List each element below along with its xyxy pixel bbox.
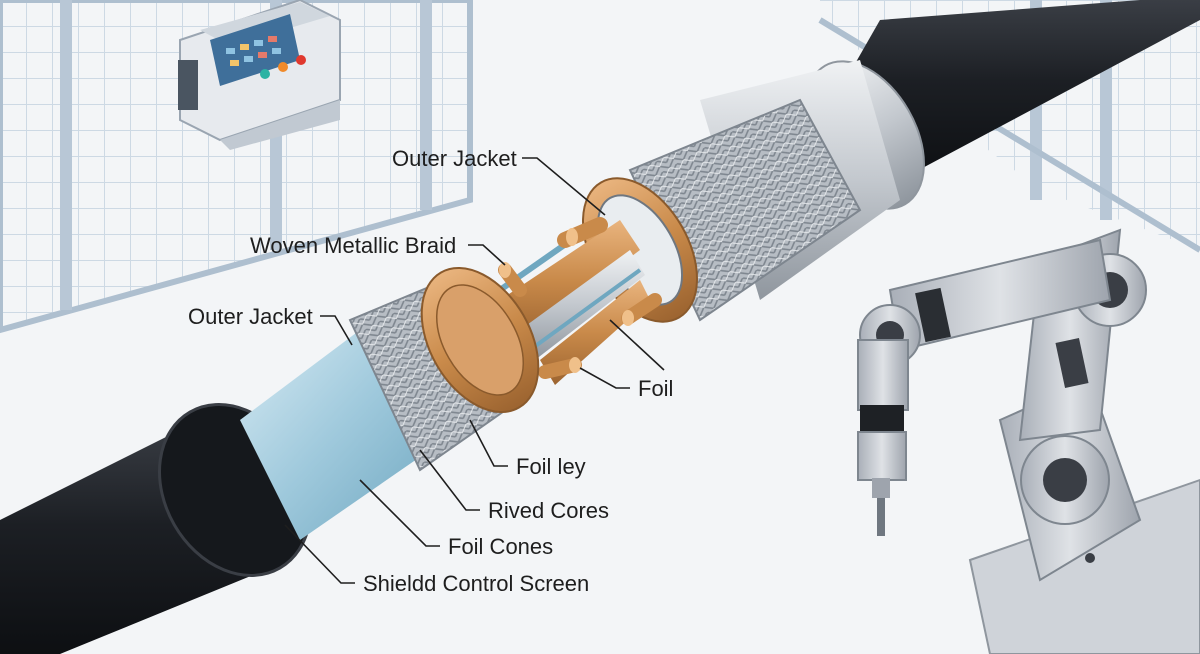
- leader-woven-metallic-braid: [468, 244, 506, 266]
- leader-rived-cores: [419, 449, 480, 511]
- label-shield-control-screen: Shieldd Control Screen: [363, 571, 589, 596]
- label-foil-cones: Foil Cones: [448, 534, 553, 559]
- orange-button-icon: [278, 62, 288, 72]
- leader-foil-ley: [469, 419, 508, 467]
- leader-outer-jacket-left: [320, 315, 353, 346]
- label-outer-jacket-top: Outer Jacket: [392, 146, 517, 171]
- wire-tip-bottom: [538, 357, 582, 379]
- keypad-icon: [226, 36, 281, 66]
- label-foil: Foil: [638, 376, 673, 401]
- cable-right-section: [582, 0, 1200, 323]
- control-screen: [210, 14, 300, 86]
- leader-shield-control-screen: [284, 524, 355, 584]
- label-foil-ley: Foil ley: [516, 454, 586, 479]
- red-button-icon: [296, 55, 306, 65]
- leader-outer-jacket-top: [522, 157, 606, 216]
- cable-left-section: [0, 266, 540, 654]
- wire-tip-left: [498, 262, 527, 297]
- wire-tip-right: [621, 293, 662, 326]
- robotic-arm: [857, 228, 1200, 654]
- leader-foil-cones: [359, 479, 440, 547]
- label-outer-jacket-left: Outer Jacket: [188, 304, 313, 329]
- wire-tip-top: [557, 217, 608, 248]
- leader-foil: [579, 367, 630, 389]
- leader-lines: [284, 157, 665, 584]
- control-panel-machine: [178, 0, 341, 150]
- leader-foil-core: [609, 319, 665, 371]
- label-rived-cores: Rived Cores: [488, 498, 609, 523]
- green-button-icon: [260, 69, 270, 79]
- callout-labels: Outer Jacket Woven Metallic Braid Outer …: [188, 146, 673, 596]
- label-woven-metallic-braid: Woven Metallic Braid: [250, 233, 456, 258]
- inner-cores: [498, 217, 662, 385]
